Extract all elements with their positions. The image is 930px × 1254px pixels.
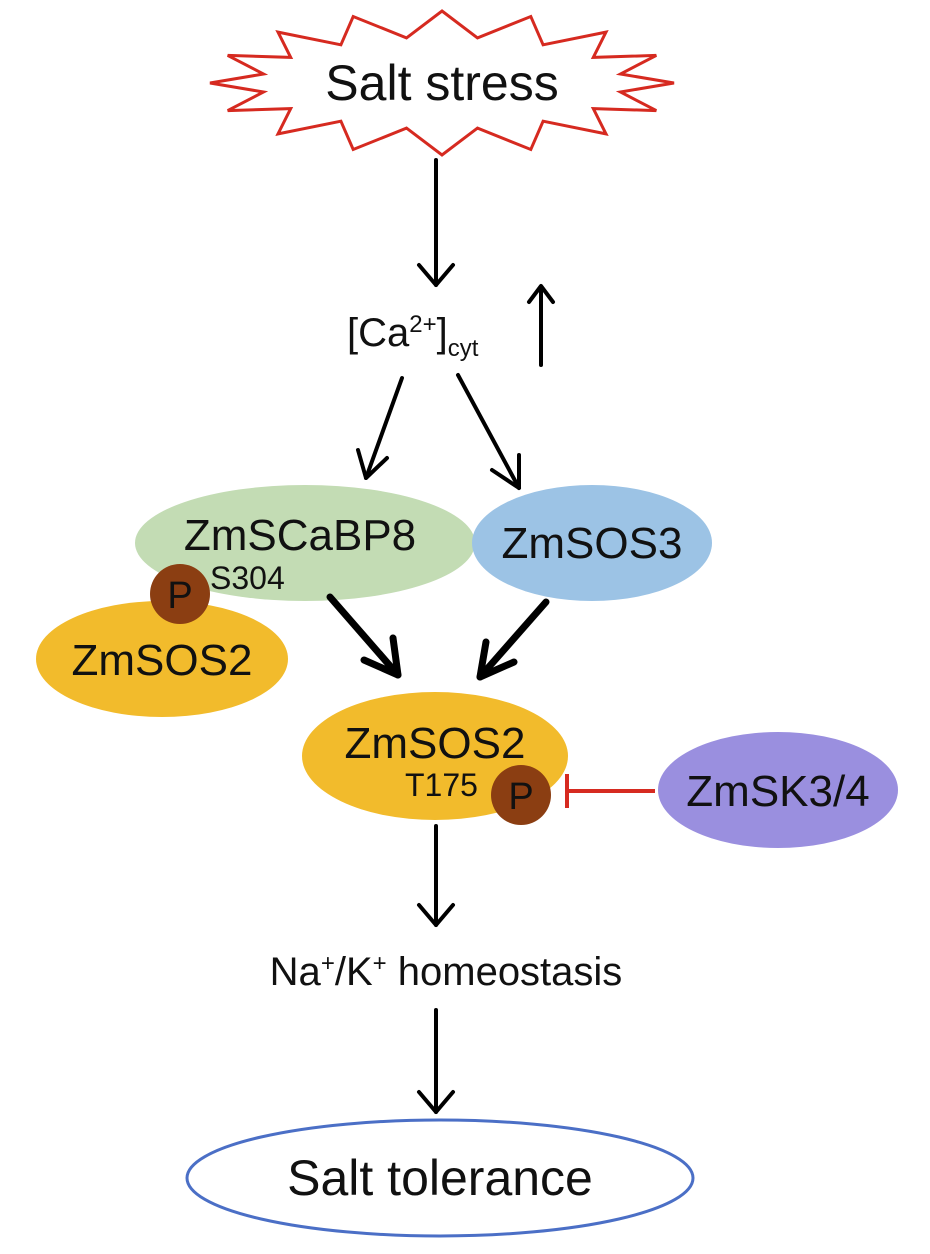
inhibition-sk34-to-sos2 — [565, 774, 655, 808]
calcium-label: [Ca2+]cyt — [347, 311, 479, 362]
sos3-label: ZmSOS3 — [502, 519, 683, 568]
phospho-sos2-icon: P — [491, 765, 551, 825]
scabp8-ellipse — [135, 485, 475, 601]
calcium-node: [Ca2+]cyt — [347, 284, 555, 367]
sk34-label: ZmSK3/4 — [686, 767, 869, 816]
arrow-calcium-to-scabp8 — [356, 376, 404, 480]
sos2-main-label: ZmSOS2 — [345, 719, 526, 768]
salt-tolerance-node: Salt tolerance — [185, 1118, 695, 1238]
phospho-sos2-label: P — [508, 776, 533, 818]
salt-stress-node: Salt stress — [209, 9, 675, 157]
sk34-node: ZmSK3/4 — [658, 732, 898, 848]
sos2-bound-label: ZmSOS2 — [72, 636, 253, 685]
salt-tolerance-ellipse — [185, 1118, 695, 1238]
phospho-scabp8-icon: P — [150, 564, 210, 624]
scabp8-site-label: S304 — [210, 560, 285, 596]
salt-stress-starburst — [209, 9, 675, 157]
homeostasis-label: Na+/K+ homeostasis — [270, 950, 623, 994]
calcium-increase-arrow-icon — [527, 284, 555, 367]
arrow-sos3-to-sos2 — [476, 598, 550, 681]
sos2-site-label: T175 — [405, 767, 478, 803]
arrow-stress-to-calcium — [417, 158, 455, 287]
arrow-homeostasis-to-tolerance — [417, 1008, 455, 1114]
arrow-calcium-to-sos3 — [456, 373, 521, 490]
sos2-bound-ellipse — [36, 601, 288, 717]
sos3-ellipse — [472, 485, 712, 601]
phospho-scabp8-label: P — [167, 575, 192, 617]
salt-stress-label: Salt stress — [325, 55, 558, 111]
scabp8-label: ZmSCaBP8 — [184, 511, 416, 560]
arrow-scabp8-to-sos2 — [326, 593, 402, 679]
arrow-sos2-to-homeostasis — [417, 824, 455, 927]
sos2-bound-node: ZmSOS2 — [36, 601, 288, 717]
salt-tolerance-label: Salt tolerance — [287, 1150, 593, 1206]
sk34-ellipse — [658, 732, 898, 848]
scabp8-node: ZmSCaBP8 S304 — [135, 485, 475, 601]
sos3-node: ZmSOS3 — [472, 485, 712, 601]
